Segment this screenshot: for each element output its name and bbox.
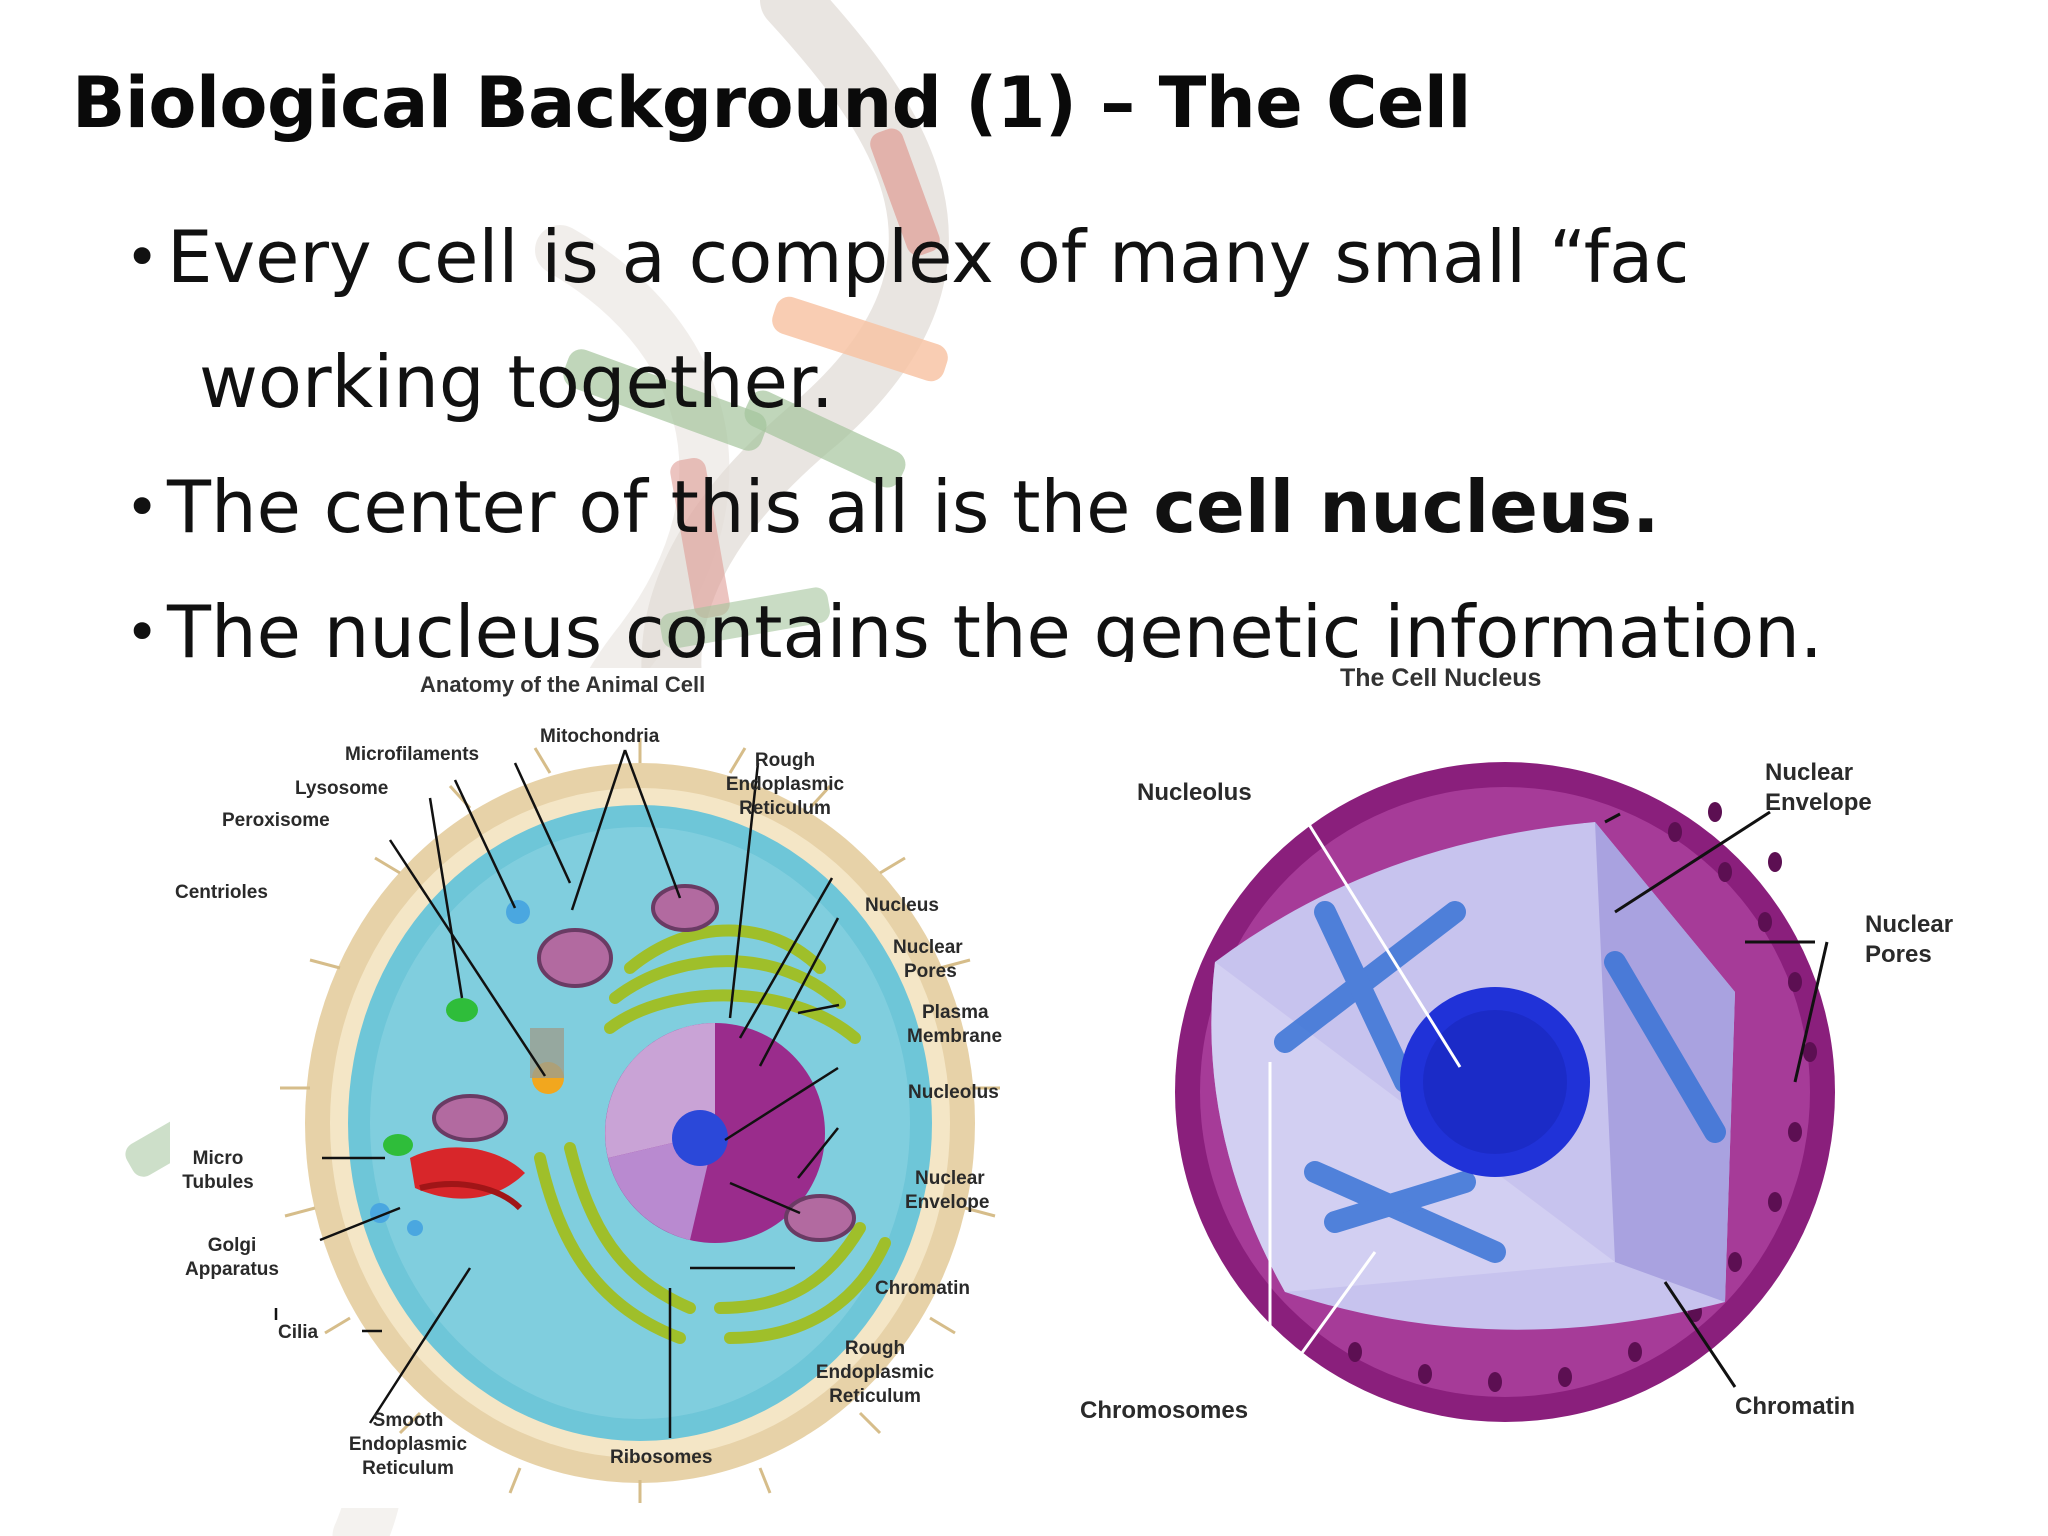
svg-text:Pores: Pores: [904, 961, 957, 982]
label-nuclear-pores: Nuclear Pores: [893, 937, 963, 982]
label-rough-er-bottom: Rough Endoplasmic Reticulum: [816, 1338, 935, 1407]
label-mitochondria: Mitochondria: [540, 726, 660, 747]
label-microfilaments: Microfilaments: [345, 744, 479, 765]
svg-text:Golgi: Golgi: [208, 1235, 257, 1256]
svg-text:Pores: Pores: [1865, 941, 1932, 968]
cilia-strands: [280, 738, 1000, 1503]
bullet-text: Every cell is a complex of many small “f…: [167, 215, 1685, 299]
bullet-continuation: working together.: [199, 340, 834, 424]
label-centrioles: Centrioles: [175, 882, 268, 903]
svg-text:Nuclear: Nuclear: [1765, 759, 1853, 786]
animal-cell-figure: Anatomy of the Animal Cell Mitochondria …: [170, 668, 1030, 1508]
slide-title: Biological Background (1) – The Cell: [72, 62, 1471, 144]
label-golgi-apparatus: Golgi Apparatus: [185, 1235, 279, 1280]
label-chromosomes: Chromosomes: [1080, 1397, 1248, 1424]
mitochondrion: [432, 1094, 508, 1142]
svg-text:Envelope: Envelope: [905, 1192, 989, 1213]
bullet-item: • The center of this all is the cell nuc…: [125, 445, 1659, 570]
leader-lines: [274, 749, 840, 1438]
label-peroxisome: Peroxisome: [222, 810, 330, 831]
svg-text:Plasma: Plasma: [922, 1002, 989, 1023]
label-chromatin: Chromatin: [875, 1278, 970, 1299]
label-nucleolus: Nucleolus: [1137, 779, 1252, 806]
label-rough-er-top: Rough Endoplasmic Reticulum: [726, 750, 845, 819]
label-cilia: Cilia: [278, 1322, 319, 1343]
cell-nucleus-diagram: The Cell Nucleus Nucleolus Nuclear Envel…: [1075, 662, 1955, 1462]
svg-text:Membrane: Membrane: [907, 1026, 1002, 1047]
cell-nucleus-figure: The Cell Nucleus Nucleolus Nuclear Envel…: [1075, 662, 1955, 1462]
svg-text:Rough: Rough: [845, 1338, 905, 1359]
svg-text:Reticulum: Reticulum: [362, 1458, 454, 1479]
label-micro-tubules: Micro Tubules: [182, 1148, 253, 1193]
lysosome: [506, 900, 530, 924]
label-smooth-er: Smooth Endoplasmic Reticulum: [349, 1410, 468, 1479]
bullet-list: • Every cell is a complex of many small …: [125, 195, 1823, 695]
endoplasmic-reticulum: [534, 924, 891, 1344]
peroxisome: [446, 998, 478, 1022]
leader-lines-light: [1268, 809, 1462, 1398]
svg-text:Smooth: Smooth: [373, 1410, 444, 1431]
bullet-bold-text: cell nucleus.: [1153, 465, 1660, 549]
svg-text:Reticulum: Reticulum: [739, 798, 831, 819]
svg-text:Reticulum: Reticulum: [829, 1386, 921, 1407]
bullet-icon: •: [125, 473, 160, 541]
leader-lines-dark: [1604, 810, 1829, 1388]
svg-text:Endoplasmic: Endoplasmic: [349, 1434, 468, 1455]
svg-text:Endoplasmic: Endoplasmic: [726, 774, 845, 795]
nucleolus: [672, 1110, 728, 1166]
label-nuclear-envelope: Nuclear Envelope: [1765, 759, 1872, 816]
svg-text:Nuclear: Nuclear: [1865, 911, 1953, 938]
label-plasma-membrane: Plasma Membrane: [907, 1002, 1002, 1047]
svg-text:Rough: Rough: [755, 750, 815, 771]
label-ribosomes: Ribosomes: [610, 1447, 712, 1468]
label-nucleus: Nucleus: [865, 895, 939, 916]
chromosomes: [1274, 901, 1726, 1263]
label-nucleolus: Nucleolus: [908, 1082, 999, 1103]
bullet-icon: •: [125, 223, 160, 291]
bullet-item: • The nucleus contains the genetic infor…: [125, 570, 1823, 695]
label-nuclear-envelope: Nuclear Envelope: [905, 1168, 989, 1213]
animal-cell-title: Anatomy of the Animal Cell: [420, 672, 705, 697]
animal-cell-diagram: Anatomy of the Animal Cell Mitochondria …: [170, 668, 1030, 1508]
svg-text:Apparatus: Apparatus: [185, 1259, 279, 1280]
svg-text:Nuclear: Nuclear: [915, 1168, 985, 1189]
svg-text:Envelope: Envelope: [1765, 789, 1872, 816]
nucleus-title: The Cell Nucleus: [1340, 664, 1541, 692]
svg-text:Nuclear: Nuclear: [893, 937, 963, 958]
svg-text:Micro: Micro: [193, 1148, 244, 1169]
mitochondrion: [651, 884, 719, 932]
bullet-item: • Every cell is a complex of many small …: [125, 195, 1685, 445]
label-nuclear-pores: Nuclear Pores: [1865, 911, 1953, 968]
bullet-icon: •: [125, 598, 160, 666]
label-chromatin: Chromatin: [1735, 1393, 1855, 1420]
bullet-text: The center of this all is the: [167, 465, 1154, 549]
svg-text:Endoplasmic: Endoplasmic: [816, 1362, 935, 1383]
label-lysosome: Lysosome: [295, 778, 388, 799]
svg-text:Tubules: Tubules: [182, 1172, 253, 1193]
mitochondrion: [784, 1194, 856, 1242]
bullet-text: The nucleus contains the genetic informa…: [167, 590, 1823, 674]
mitochondrion: [537, 928, 613, 988]
